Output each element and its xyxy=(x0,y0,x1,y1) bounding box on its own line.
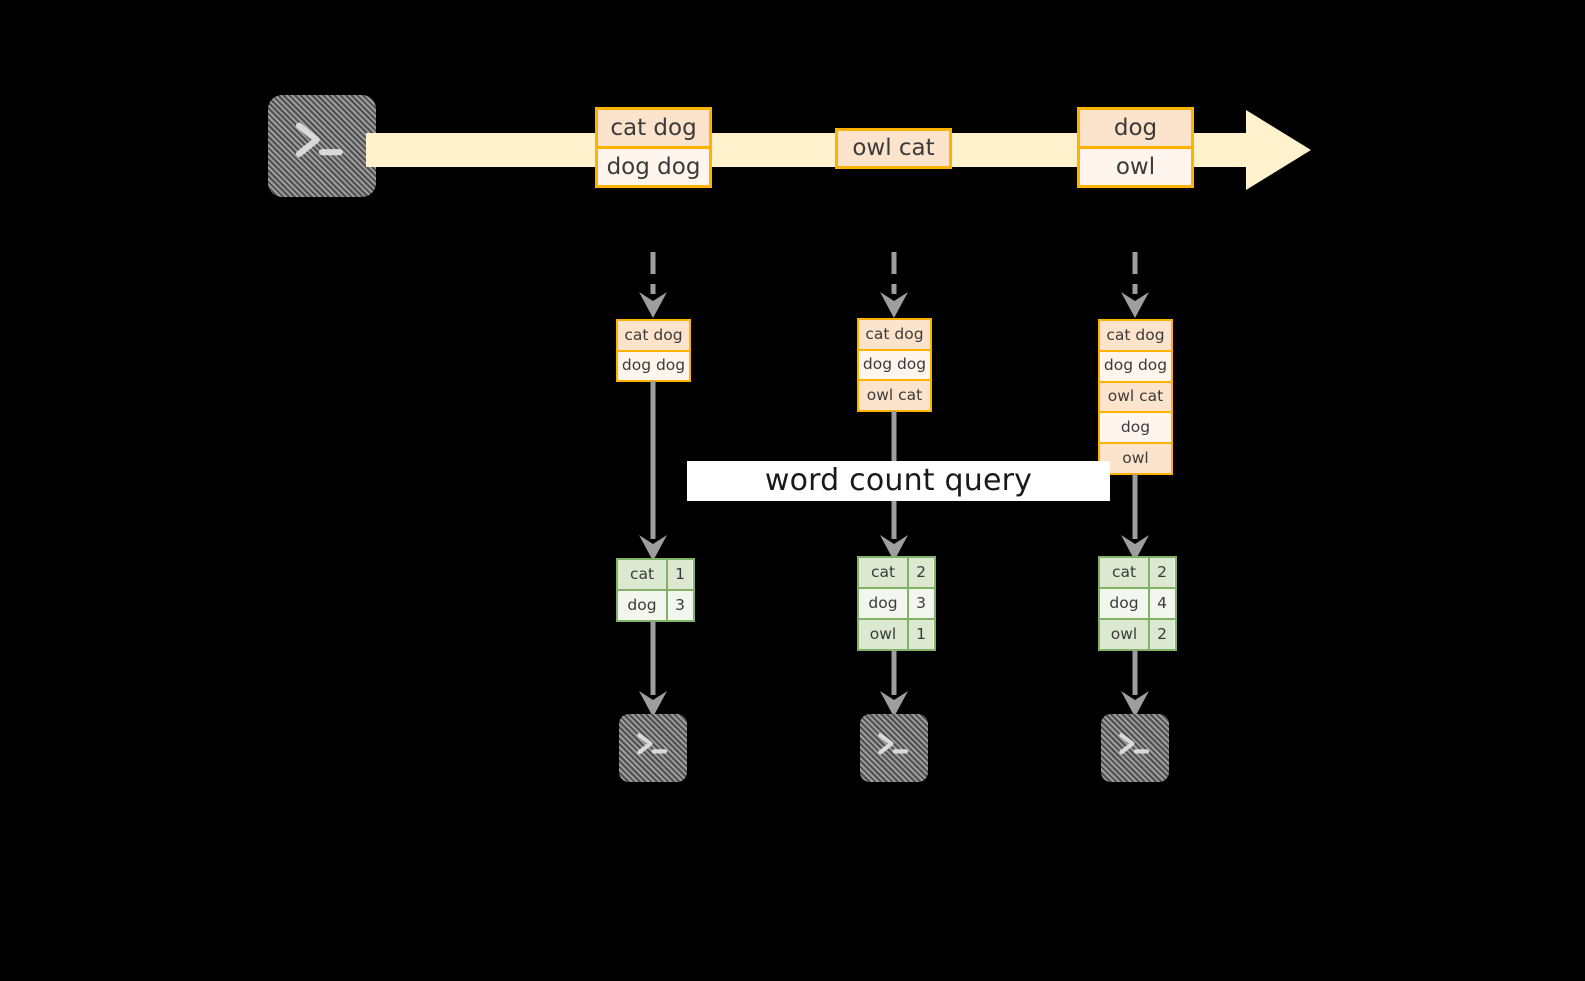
record-line: dog xyxy=(1080,110,1191,146)
buffer-row: dog dog xyxy=(618,349,689,380)
result-count: 2 xyxy=(907,558,933,587)
result-count: 1 xyxy=(666,560,692,589)
buffer-row: cat dog xyxy=(618,321,689,350)
buffer-stack-col2: cat dog dog dog owl cat xyxy=(857,318,932,412)
buffer-row: dog xyxy=(1100,411,1171,443)
terminal-prompt-glyph xyxy=(274,101,370,191)
query-label-text: word count query xyxy=(764,463,1033,498)
dashed-down-arrow-col1 xyxy=(636,252,670,320)
record-line: dog dog xyxy=(598,146,709,185)
output-arrow-col2 xyxy=(877,650,911,719)
query-arrow-col3 xyxy=(1118,474,1152,563)
query-arrow-col1 xyxy=(636,381,670,563)
result-word: owl xyxy=(859,620,907,649)
result-count: 3 xyxy=(907,589,933,618)
buffer-row: cat dog xyxy=(859,320,930,349)
terminal-prompt-glyph xyxy=(1106,719,1164,777)
table-row: cat 1 xyxy=(618,560,693,589)
result-word: dog xyxy=(859,589,907,618)
buffer-row: cat dog xyxy=(1100,321,1171,350)
result-table-col1: cat 1 dog 3 xyxy=(616,558,695,622)
buffer-stack-col1: cat dog dog dog xyxy=(616,319,691,382)
table-row: dog 3 xyxy=(618,589,693,620)
sink-terminal-icon-col3 xyxy=(1101,714,1169,782)
buffer-stack-col3: cat dog dog dog owl cat dog owl xyxy=(1098,319,1173,475)
table-row: dog 3 xyxy=(859,587,934,618)
result-table-col3: cat 2 dog 4 owl 2 xyxy=(1098,556,1177,651)
result-word: cat xyxy=(859,558,907,587)
buffer-row: owl cat xyxy=(1100,380,1171,412)
result-word: owl xyxy=(1100,620,1148,649)
result-word: dog xyxy=(618,591,666,620)
buffer-row: owl cat xyxy=(859,379,930,411)
result-table-col2: cat 2 dog 3 owl 1 xyxy=(857,556,936,651)
record-line: owl xyxy=(1080,146,1191,185)
dashed-down-arrow-col2 xyxy=(877,252,911,320)
sink-terminal-icon-col2 xyxy=(860,714,928,782)
table-row: dog 4 xyxy=(1100,587,1175,618)
result-count: 2 xyxy=(1148,558,1174,587)
result-count: 4 xyxy=(1148,589,1174,618)
table-row: cat 2 xyxy=(1100,558,1175,587)
terminal-prompt-glyph xyxy=(624,719,682,777)
stream-record-2: owl cat xyxy=(835,128,952,169)
table-row: owl 2 xyxy=(1100,618,1175,649)
sink-terminal-icon-col1 xyxy=(619,714,687,782)
output-arrow-col3 xyxy=(1118,650,1152,719)
source-terminal-icon xyxy=(268,95,376,197)
result-word: cat xyxy=(618,560,666,589)
buffer-row: dog dog xyxy=(859,348,930,380)
table-row: owl 1 xyxy=(859,618,934,649)
result-count: 3 xyxy=(666,591,692,620)
dashed-down-arrow-col3 xyxy=(1118,252,1152,320)
stream-record-1: cat dog dog dog xyxy=(595,107,712,188)
buffer-row: dog dog xyxy=(1100,349,1171,381)
buffer-row: owl xyxy=(1100,442,1171,473)
terminal-prompt-glyph xyxy=(865,719,923,777)
record-line: owl cat xyxy=(838,131,949,166)
record-line: cat dog xyxy=(598,110,709,146)
query-label-band: word count query xyxy=(687,461,1110,501)
result-count: 1 xyxy=(907,620,933,649)
output-arrow-col1 xyxy=(636,621,670,719)
stream-record-3: dog owl xyxy=(1077,107,1194,188)
result-word: cat xyxy=(1100,558,1148,587)
result-word: dog xyxy=(1100,589,1148,618)
table-row: cat 2 xyxy=(859,558,934,587)
result-count: 2 xyxy=(1148,620,1174,649)
